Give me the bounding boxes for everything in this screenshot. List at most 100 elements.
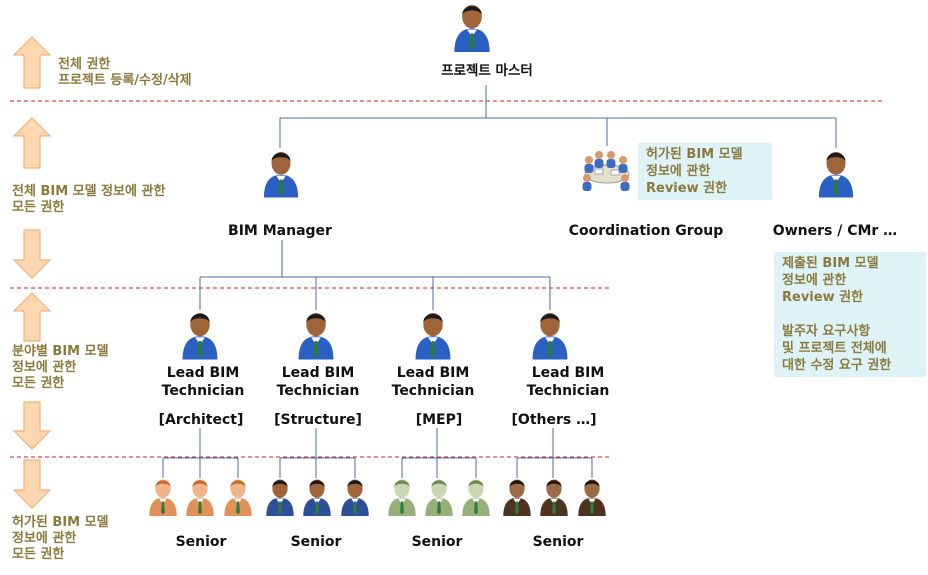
shirt-collar bbox=[196, 498, 204, 505]
shirt-collar bbox=[276, 175, 286, 184]
tie bbox=[198, 501, 202, 515]
tie bbox=[161, 501, 165, 515]
side-text-line: 전체 BIM 모델 정보에 관한 bbox=[12, 184, 166, 199]
hair bbox=[423, 313, 443, 323]
side-text-level4: 허가된 BIM 모델 정보에 관한 모든 권한 bbox=[12, 515, 109, 563]
tie bbox=[833, 179, 839, 196]
shirt-collar bbox=[550, 498, 558, 505]
shirt-collar bbox=[313, 498, 321, 505]
shirt-collar bbox=[513, 498, 521, 505]
shirt-collar bbox=[588, 498, 596, 505]
person-icon bbox=[388, 479, 416, 516]
member-body bbox=[620, 182, 630, 191]
technician-line2: Technician bbox=[391, 383, 475, 399]
member-body bbox=[584, 164, 594, 173]
technician-line2: Technician bbox=[526, 383, 610, 399]
hair bbox=[306, 313, 326, 323]
person-icon bbox=[454, 4, 490, 52]
person-icon bbox=[186, 479, 214, 516]
person-icon bbox=[425, 479, 453, 516]
person-icon bbox=[532, 312, 568, 360]
arrow-up-icon bbox=[12, 117, 52, 169]
tie bbox=[236, 501, 240, 515]
coordination-group-label: Coordination Group bbox=[568, 223, 724, 239]
hair bbox=[540, 313, 560, 323]
tie bbox=[552, 501, 556, 515]
discipline-label: [Others …] bbox=[511, 412, 597, 428]
document bbox=[594, 168, 604, 175]
coordination-note: 허가된 BIM 모델 정보에 관한 Review 권한 bbox=[638, 143, 772, 200]
side-text-line: 정보에 관한 bbox=[12, 360, 77, 375]
member-head bbox=[583, 174, 591, 182]
discipline-label: [Architect] bbox=[158, 412, 244, 428]
person-icon bbox=[341, 479, 369, 516]
member-body bbox=[618, 164, 628, 173]
person-icon bbox=[298, 312, 334, 360]
shirt-collar bbox=[276, 498, 284, 505]
tie bbox=[278, 179, 284, 196]
shirt-collar bbox=[472, 498, 480, 505]
shirt-collar bbox=[435, 498, 443, 505]
person-icon bbox=[266, 479, 294, 516]
member-head bbox=[595, 151, 603, 159]
shirt-collar bbox=[831, 175, 841, 184]
tie bbox=[469, 33, 475, 51]
side-text-line: 허가된 BIM 모델 bbox=[12, 515, 109, 530]
person-icon bbox=[149, 479, 177, 516]
hair bbox=[271, 152, 291, 162]
person-icon bbox=[540, 479, 568, 516]
shirt-collar bbox=[398, 498, 406, 505]
person-icon bbox=[818, 151, 854, 198]
shirt-collar bbox=[351, 498, 359, 505]
hair bbox=[190, 313, 210, 323]
note-line: 정보에 관한 bbox=[782, 273, 847, 288]
person-icon bbox=[578, 479, 606, 516]
note-line: Review 권한 bbox=[782, 290, 864, 305]
shirt-collar bbox=[234, 498, 242, 505]
member-head bbox=[621, 174, 629, 182]
note-line: 제출된 BIM 모델 bbox=[782, 256, 879, 271]
arrow-down-icon bbox=[12, 459, 52, 509]
tie bbox=[400, 501, 404, 515]
side-text-level1: 전체 권한 프로젝트 등록/수정/삭제 bbox=[58, 57, 192, 89]
technician-line1: Lead BIM bbox=[531, 365, 605, 381]
tie bbox=[278, 501, 282, 515]
tie bbox=[547, 341, 553, 358]
note-line bbox=[782, 306, 918, 323]
person-icon bbox=[263, 151, 299, 198]
tie bbox=[353, 501, 357, 515]
note-line: 발주자 요구사항 bbox=[782, 324, 871, 339]
note-line: 정보에 관한 bbox=[646, 164, 711, 179]
tie bbox=[515, 501, 519, 515]
side-text-level3: 분야별 BIM 모델 정보에 관한 모든 권한 bbox=[12, 344, 109, 392]
side-text-line: 프로젝트 등록/수정/삭제 bbox=[58, 73, 192, 88]
person-icon bbox=[462, 479, 490, 516]
technician-label: Lead BIM Technician bbox=[133, 364, 273, 400]
project-master-label: 프로젝트 마스터 bbox=[441, 63, 533, 79]
tie bbox=[197, 341, 203, 358]
arrow-down-icon bbox=[12, 229, 52, 279]
note-line: 대한 수정 요구 권한 bbox=[782, 358, 892, 373]
tie bbox=[474, 501, 478, 515]
discipline-label: [Structure] bbox=[274, 412, 362, 428]
side-text-line: 모든 권한 bbox=[12, 200, 65, 215]
senior-label: Senior bbox=[290, 534, 342, 550]
tie bbox=[313, 341, 319, 358]
arrow-up-icon bbox=[12, 36, 52, 89]
person-icon bbox=[503, 479, 531, 516]
member-head bbox=[585, 156, 593, 164]
tie bbox=[315, 501, 319, 515]
senior-label: Senior bbox=[175, 534, 227, 550]
note-line: Review 권한 bbox=[646, 181, 728, 196]
technician-label: Lead BIM Technician bbox=[248, 364, 388, 400]
member-body bbox=[594, 159, 604, 168]
member-head bbox=[607, 151, 615, 159]
side-text-line: 분야별 BIM 모델 bbox=[12, 344, 109, 359]
document bbox=[610, 169, 620, 176]
side-text-line: 정보에 관한 bbox=[12, 531, 77, 546]
side-text-line: 모든 권한 bbox=[12, 376, 65, 391]
technician-label: Lead BIM Technician bbox=[363, 364, 503, 400]
person-icon bbox=[303, 479, 331, 516]
